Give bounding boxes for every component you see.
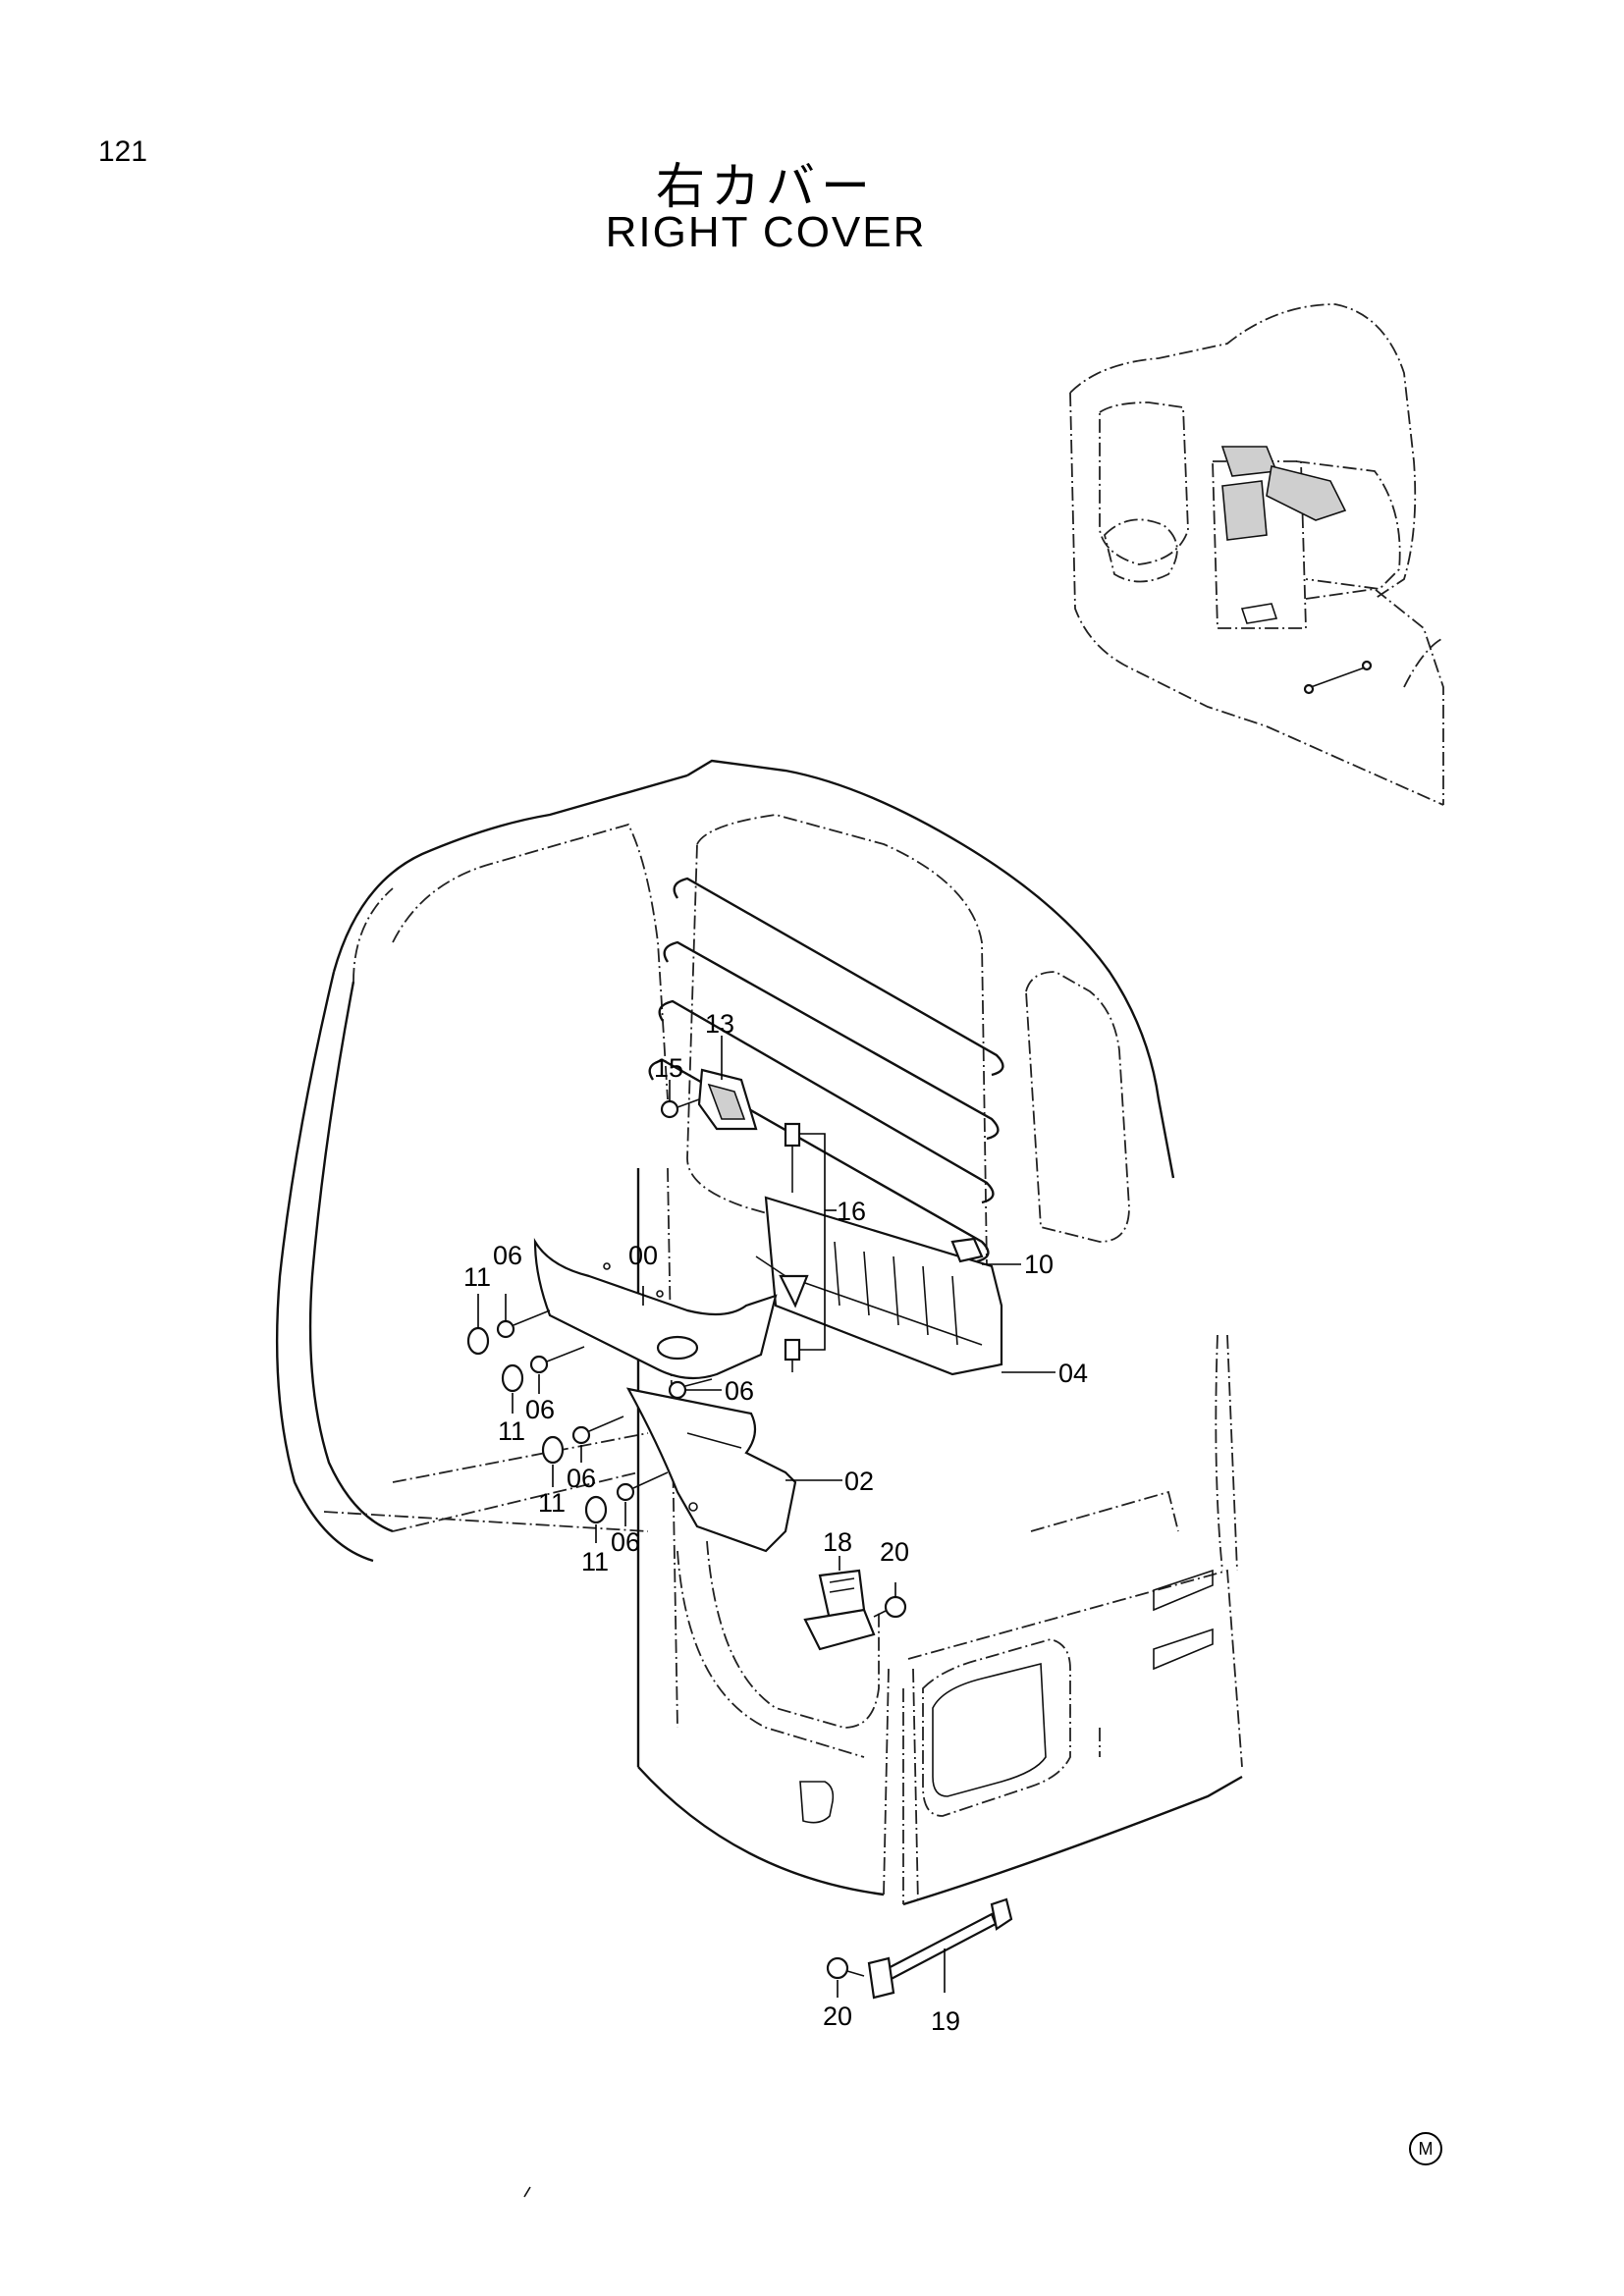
cab-body-outline: [275, 759, 1243, 1906]
callout-00: 00: [628, 1241, 658, 1270]
rear-window-guard: [648, 814, 1130, 1268]
bracket-18: [803, 1569, 876, 1651]
rod-19: [867, 1897, 1013, 2000]
callout-16: 16: [837, 1197, 866, 1226]
callout-labels: 13 15 16 10 04 00 06 11 06 11 06 06 11 0…: [463, 1009, 1088, 2036]
callout-20: 20: [880, 1537, 909, 1567]
callout-04: 04: [1058, 1359, 1088, 1388]
bolts-06: [496, 1309, 713, 1502]
page-number: 121: [98, 135, 148, 168]
callout-02: 02: [844, 1467, 874, 1496]
bracket-13: [697, 1068, 758, 1131]
callout-06: 06: [567, 1464, 596, 1493]
bolt-20-upper: [873, 1595, 907, 1619]
page-title-japanese: 右カバー: [656, 158, 876, 215]
callout-11: 11: [498, 1416, 525, 1446]
callout-11: 11: [581, 1547, 609, 1576]
cab-overview-inset: [1069, 303, 1444, 806]
callout-11: 11: [538, 1488, 566, 1518]
callout-15: 15: [654, 1053, 683, 1083]
cap-10: [950, 1237, 984, 1263]
callout-13: 13: [705, 1009, 734, 1039]
callout-10: 10: [1024, 1250, 1054, 1279]
clip-16: [755, 1122, 809, 1372]
caps-11: [466, 1326, 608, 1524]
leader-lines: [477, 1036, 1056, 1998]
page-title-english: RIGHT COVER: [605, 208, 927, 256]
callout-06: 06: [611, 1527, 640, 1557]
stray-mark: [523, 2186, 531, 2198]
callout-06: 06: [725, 1376, 754, 1406]
callout-06: 06: [493, 1241, 522, 1270]
callout-18: 18: [823, 1527, 852, 1557]
cover-02: [625, 1387, 797, 1553]
callout-11: 11: [463, 1262, 491, 1292]
registered-mark: M: [1409, 2132, 1442, 2165]
callout-19: 19: [931, 2006, 960, 2036]
bolt-15: [660, 1098, 700, 1119]
callout-06: 06: [525, 1395, 555, 1424]
callout-20: 20: [823, 2002, 852, 2031]
cover-00: [533, 1238, 778, 1380]
bolt-20-lower: [826, 1956, 865, 1980]
